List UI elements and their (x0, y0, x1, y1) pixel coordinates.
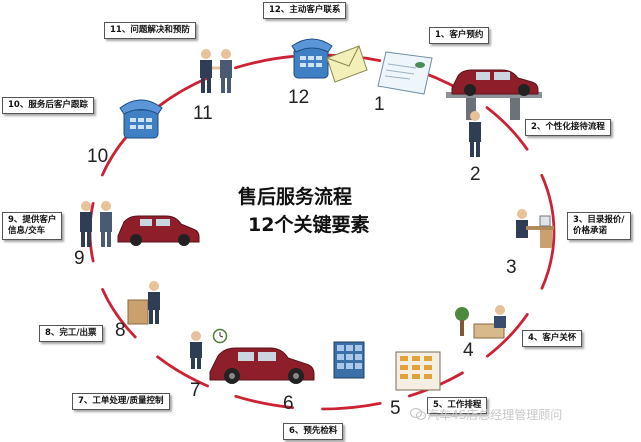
step-label-10: 10、服务后客户跟踪 (2, 97, 94, 114)
wechat-icon (410, 407, 426, 420)
desk-icon (516, 209, 554, 248)
step-label-5: 5、工作排程 (427, 397, 488, 414)
desk-icon (127, 281, 160, 325)
step-label-8: 8、完工/出票 (39, 325, 103, 342)
step-label-3-line2: 价格承诺 (573, 226, 608, 236)
handshake-icon (200, 49, 232, 93)
step-label-9-line2: 信息/交车 (8, 226, 46, 236)
computer-icon (333, 341, 365, 379)
fax-sheet-icon (377, 51, 433, 95)
diagram-title: 售后服务流程 (238, 186, 353, 208)
phone-icon (291, 38, 333, 79)
step-number-3: 3 (506, 257, 517, 278)
step-label-1: 1、客户预约 (429, 27, 490, 44)
step-label-9-line1: 9、提供客户 (8, 215, 57, 225)
diagram-subtitle: 12个关键要素 (248, 214, 370, 236)
car-lift-icon (446, 69, 542, 120)
envelope-icon (326, 45, 368, 83)
step-number-6: 6 (283, 393, 294, 414)
step-number-7: 7 (190, 380, 201, 401)
step-number-8: 8 (115, 320, 126, 341)
phone-icon (119, 99, 163, 139)
handshake-icon (80, 201, 112, 247)
step-label-2: 2、个性化接待流程 (525, 119, 611, 136)
step-label-12: 12、主动客户联系 (263, 2, 347, 19)
customer-person-icon (455, 305, 506, 339)
step-label-11: 11、问题解决和预防 (104, 22, 196, 39)
car-icon (209, 347, 315, 384)
step-number-1: 1 (374, 94, 385, 115)
step-number-2: 2 (470, 164, 481, 185)
step-label-7: 7、工单处理/质量控制 (72, 393, 170, 410)
step-number-5: 5 (390, 398, 401, 419)
step-number-12: 12 (288, 87, 310, 108)
step-number-10: 10 (87, 146, 109, 167)
clock-icon (212, 328, 228, 344)
step-label-9: 9、提供客户 信息/交车 (2, 212, 63, 240)
step-number-9: 9 (74, 248, 85, 269)
step-number-4: 4 (463, 340, 474, 361)
step-label-4: 4、客户关怀 (522, 330, 583, 347)
consultant-person-icon (469, 111, 481, 157)
step-number-11: 11 (193, 103, 213, 124)
step-label-3: 3、目录报价/ 价格承诺 (567, 212, 631, 240)
step-label-6: 6、预先检料 (283, 423, 344, 440)
car-icon (117, 215, 200, 246)
step-label-3-line1: 3、目录报价/ (573, 215, 625, 225)
schedule-board-icon (395, 351, 441, 391)
watermark-text: 汽车4S店总经理管理顾问 (427, 408, 563, 422)
consultant-person-icon (190, 331, 202, 369)
